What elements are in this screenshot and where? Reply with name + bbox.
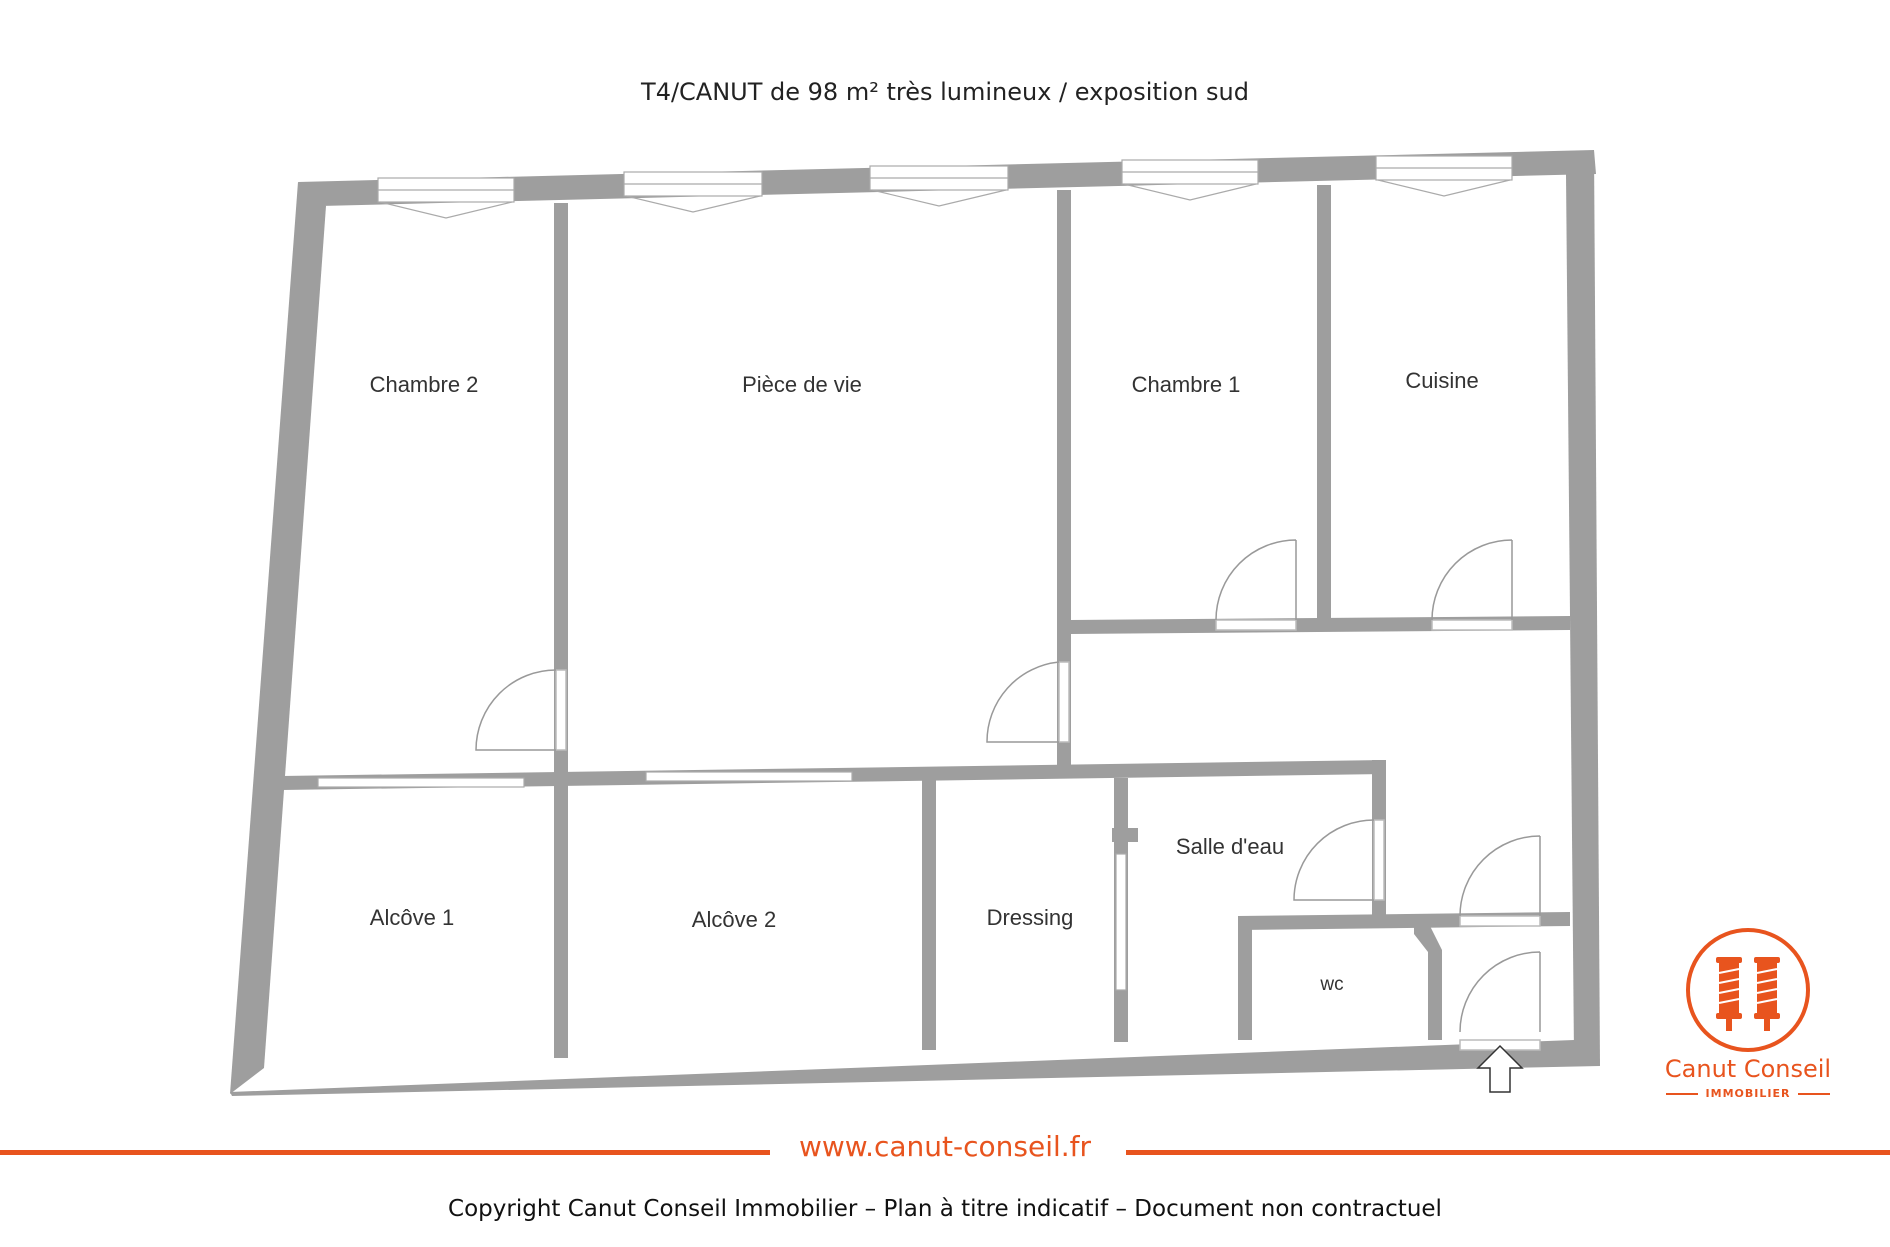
- room-cuisine: Cuisine: [1405, 368, 1478, 393]
- glass-piece-alcove2: [645, 771, 853, 782]
- door-cuisine: [1431, 539, 1513, 631]
- door-entrance: [1459, 951, 1541, 1051]
- brand-logo: Canut Conseil IMMOBILIER: [1648, 925, 1848, 1100]
- footer-line-right: [1126, 1150, 1890, 1155]
- room-chambre1: Chambre 1: [1132, 372, 1241, 397]
- wall-chambre1-cuisine: [1317, 185, 1331, 625]
- footer-line-left: [0, 1150, 770, 1155]
- doors: [475, 539, 1541, 1051]
- door-hall: [1459, 835, 1541, 927]
- window-chambre1: [1121, 159, 1259, 201]
- wall-alcove2-dressing: [922, 780, 936, 1050]
- bottom-wall: [230, 1040, 1600, 1096]
- room-salle-deau: Salle d'eau: [1176, 834, 1284, 859]
- door-chambre1: [1215, 539, 1297, 631]
- arrow-up-icon: [1476, 1044, 1524, 1093]
- room-chambre2: Chambre 2: [370, 372, 479, 397]
- window-piece-1: [623, 171, 763, 213]
- room-alcove2: Alcôve 2: [692, 907, 776, 932]
- copyright-text: Copyright Canut Conseil Immobilier – Pla…: [448, 1196, 1442, 1222]
- wall-chambre2-piece: [554, 203, 568, 1058]
- left-wall: [230, 182, 326, 1094]
- wall-piece-chambre1: [1057, 190, 1071, 770]
- room-piece-de-vie: Pièce de vie: [742, 372, 862, 397]
- page-title: T4/CANUT de 98 m² très lumineux / exposi…: [641, 78, 1249, 106]
- windows: [317, 155, 1513, 991]
- right-wall: [1566, 150, 1600, 1066]
- wall-wc-right: [1414, 926, 1442, 1040]
- room-alcove1: Alcôve 1: [370, 905, 454, 930]
- interior-walls: [282, 185, 1570, 1058]
- glass-dressing: [1115, 853, 1127, 991]
- logo-name: Canut Conseil: [1664, 1055, 1832, 1083]
- logo-subtitle: IMMOBILIER: [1648, 1087, 1848, 1100]
- door-piece-de-vie: [986, 661, 1070, 743]
- room-wc: wc: [1319, 974, 1343, 995]
- window-piece-2: [869, 165, 1009, 207]
- window-chambre2: [377, 177, 515, 219]
- door-salle-deau: [1293, 819, 1385, 901]
- room-dressing: Dressing: [987, 905, 1074, 930]
- door-chambre2: [475, 669, 567, 751]
- thread-spools-icon: [1686, 928, 1810, 1052]
- window-cuisine: [1375, 155, 1513, 197]
- website-link[interactable]: www.canut-conseil.fr: [798, 1130, 1092, 1163]
- wall-wc-left: [1238, 916, 1252, 1040]
- glass-chambre2-alcove1: [317, 777, 525, 788]
